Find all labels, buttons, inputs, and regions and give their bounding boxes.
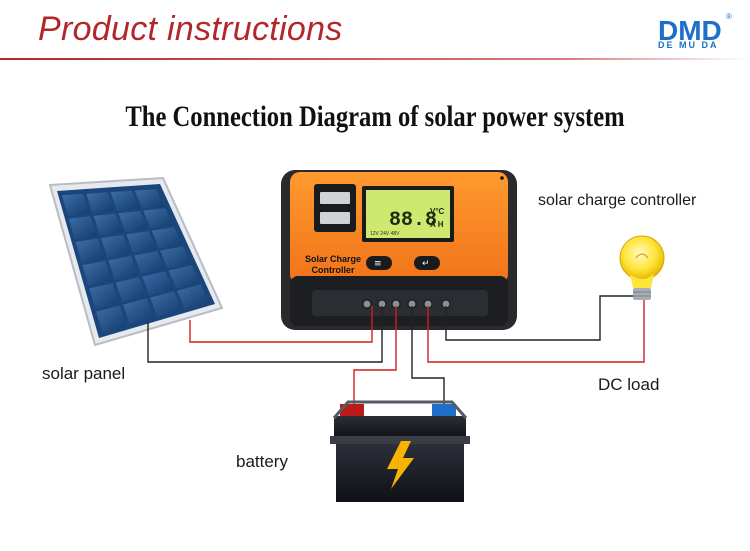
wire-battery-negative	[411, 306, 445, 412]
solar-panel	[48, 176, 224, 347]
menu-icon: ≡	[374, 259, 382, 269]
solar-cell	[118, 210, 148, 232]
solar-cell	[168, 265, 200, 289]
logo-letters: DMD	[658, 15, 722, 46]
solar-cell	[75, 238, 105, 263]
solar-cell	[82, 260, 112, 286]
terminal-screw	[362, 299, 372, 309]
wire-load-positive	[427, 298, 645, 363]
solar-cell	[160, 246, 191, 269]
wiring	[147, 295, 645, 412]
logo-brand-text: DE MU DA	[658, 40, 719, 50]
header-divider	[0, 58, 750, 60]
lcd-display	[366, 190, 450, 238]
lcd-voltage-row: 12V 24V 48V	[370, 231, 400, 237]
lcd-units-bottom: A H	[430, 220, 444, 229]
battery	[330, 400, 470, 502]
solar-charge-controller: 88.8 V°C A H 12V 24V 48V ≡ ↵	[281, 170, 517, 330]
controller-panel-text: Solar Charge Controller	[304, 254, 362, 275]
wire-panel-positive	[189, 306, 373, 343]
back-button	[414, 256, 440, 270]
wire-panel-negative	[147, 306, 383, 363]
page-header-title: Product instructions	[38, 10, 343, 48]
solar-cell	[86, 192, 115, 214]
solar-panel-cells	[61, 189, 209, 333]
usb-port-housing	[314, 184, 356, 232]
solar-cell	[68, 216, 98, 240]
label-dc-load: DC load	[598, 375, 660, 394]
label-solar-panel: solar panel	[42, 364, 126, 383]
solar-cell	[142, 271, 173, 296]
solar-cell	[134, 251, 165, 275]
lcd-units-top: V°C	[430, 207, 445, 216]
solar-cell	[96, 305, 127, 333]
logo-registered-mark: ®	[726, 12, 732, 21]
solar-cell	[89, 283, 120, 309]
usb-port-1	[320, 192, 350, 204]
menu-button	[366, 256, 392, 270]
solar-cell	[110, 190, 140, 211]
label-solar-charge-controller: solar charge controller	[538, 192, 697, 209]
battery-positive-terminal	[340, 404, 364, 418]
solar-cell	[93, 213, 123, 236]
solar-cell	[100, 234, 131, 258]
solar-cell	[151, 227, 182, 249]
label-battery: battery	[236, 452, 288, 471]
controller-terminals	[362, 299, 451, 309]
wire-battery-positive	[353, 306, 397, 412]
lcd-readout: 88.8	[389, 209, 437, 232]
solar-cell	[61, 193, 90, 216]
solar-cell	[150, 291, 182, 317]
battery-negative-terminal	[432, 404, 456, 418]
solar-cell	[177, 284, 209, 309]
brand-logo: DMD ®	[658, 12, 732, 46]
solar-cell	[126, 231, 157, 253]
solar-cell	[108, 256, 139, 280]
solar-cell	[123, 298, 154, 325]
dc-load-bulb	[619, 235, 665, 300]
usb-port-2	[320, 212, 350, 224]
solar-cell	[115, 277, 146, 303]
battery-bolt-icon	[387, 441, 414, 489]
solar-cell	[134, 189, 164, 209]
return-icon: ↵	[422, 259, 430, 269]
diagram-title: The Connection Diagram of solar power sy…	[125, 100, 625, 133]
wire-load-negative	[445, 295, 635, 341]
indicator-dot	[500, 176, 504, 180]
solar-cell	[143, 208, 173, 229]
